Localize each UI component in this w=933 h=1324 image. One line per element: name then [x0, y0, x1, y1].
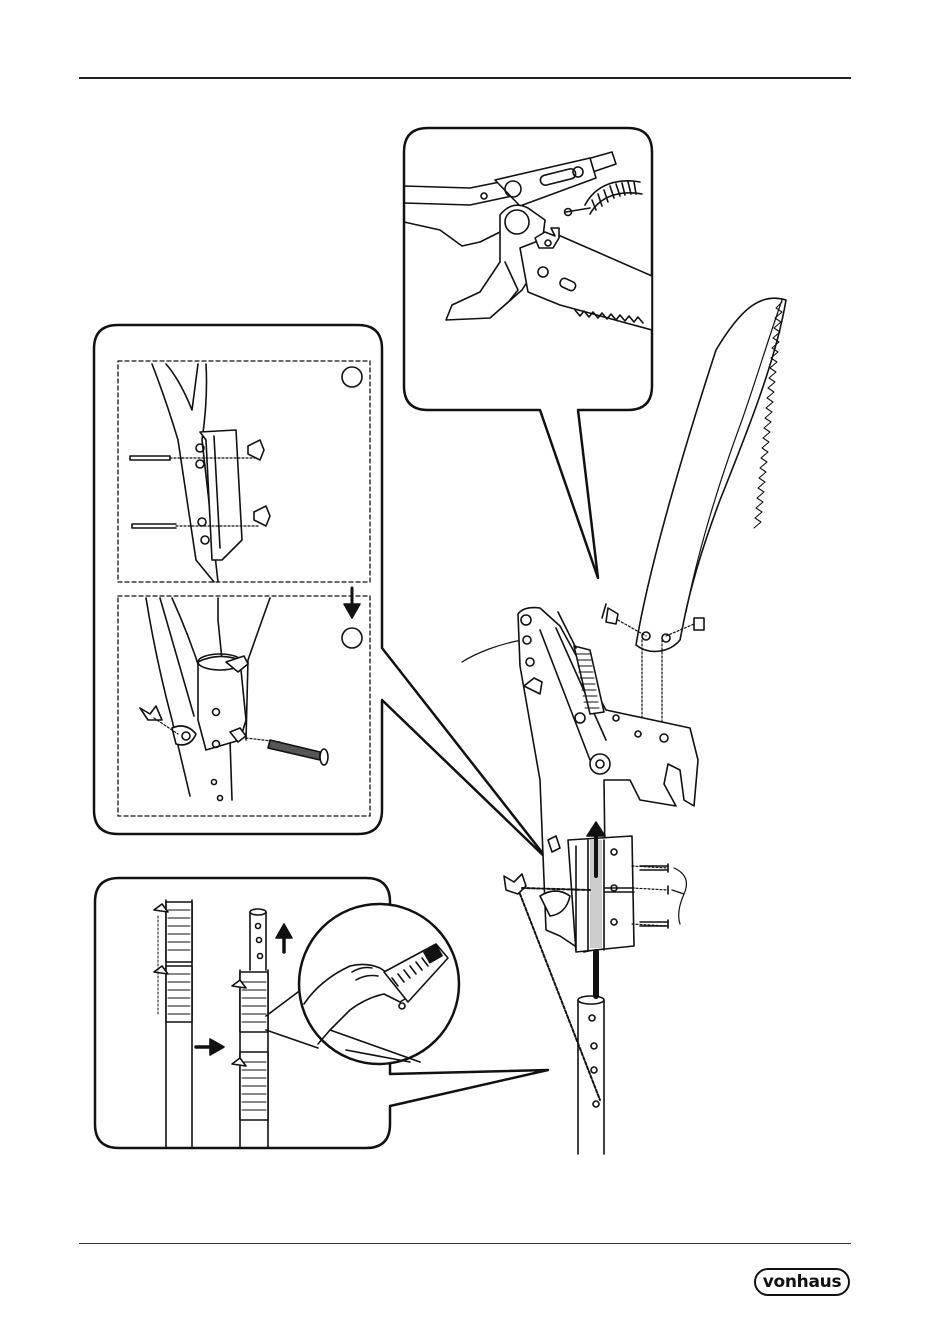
main-assembly — [462, 298, 786, 1154]
blade-spring-callout — [404, 128, 652, 578]
step-marker-2 — [342, 628, 362, 648]
brand-logo: vonhaus — [754, 1268, 850, 1296]
pole-extension-callout — [95, 878, 548, 1148]
footer-rule — [79, 1243, 851, 1244]
brand-logo-text: vonhaus — [763, 1274, 842, 1291]
step-marker-1 — [342, 367, 362, 387]
